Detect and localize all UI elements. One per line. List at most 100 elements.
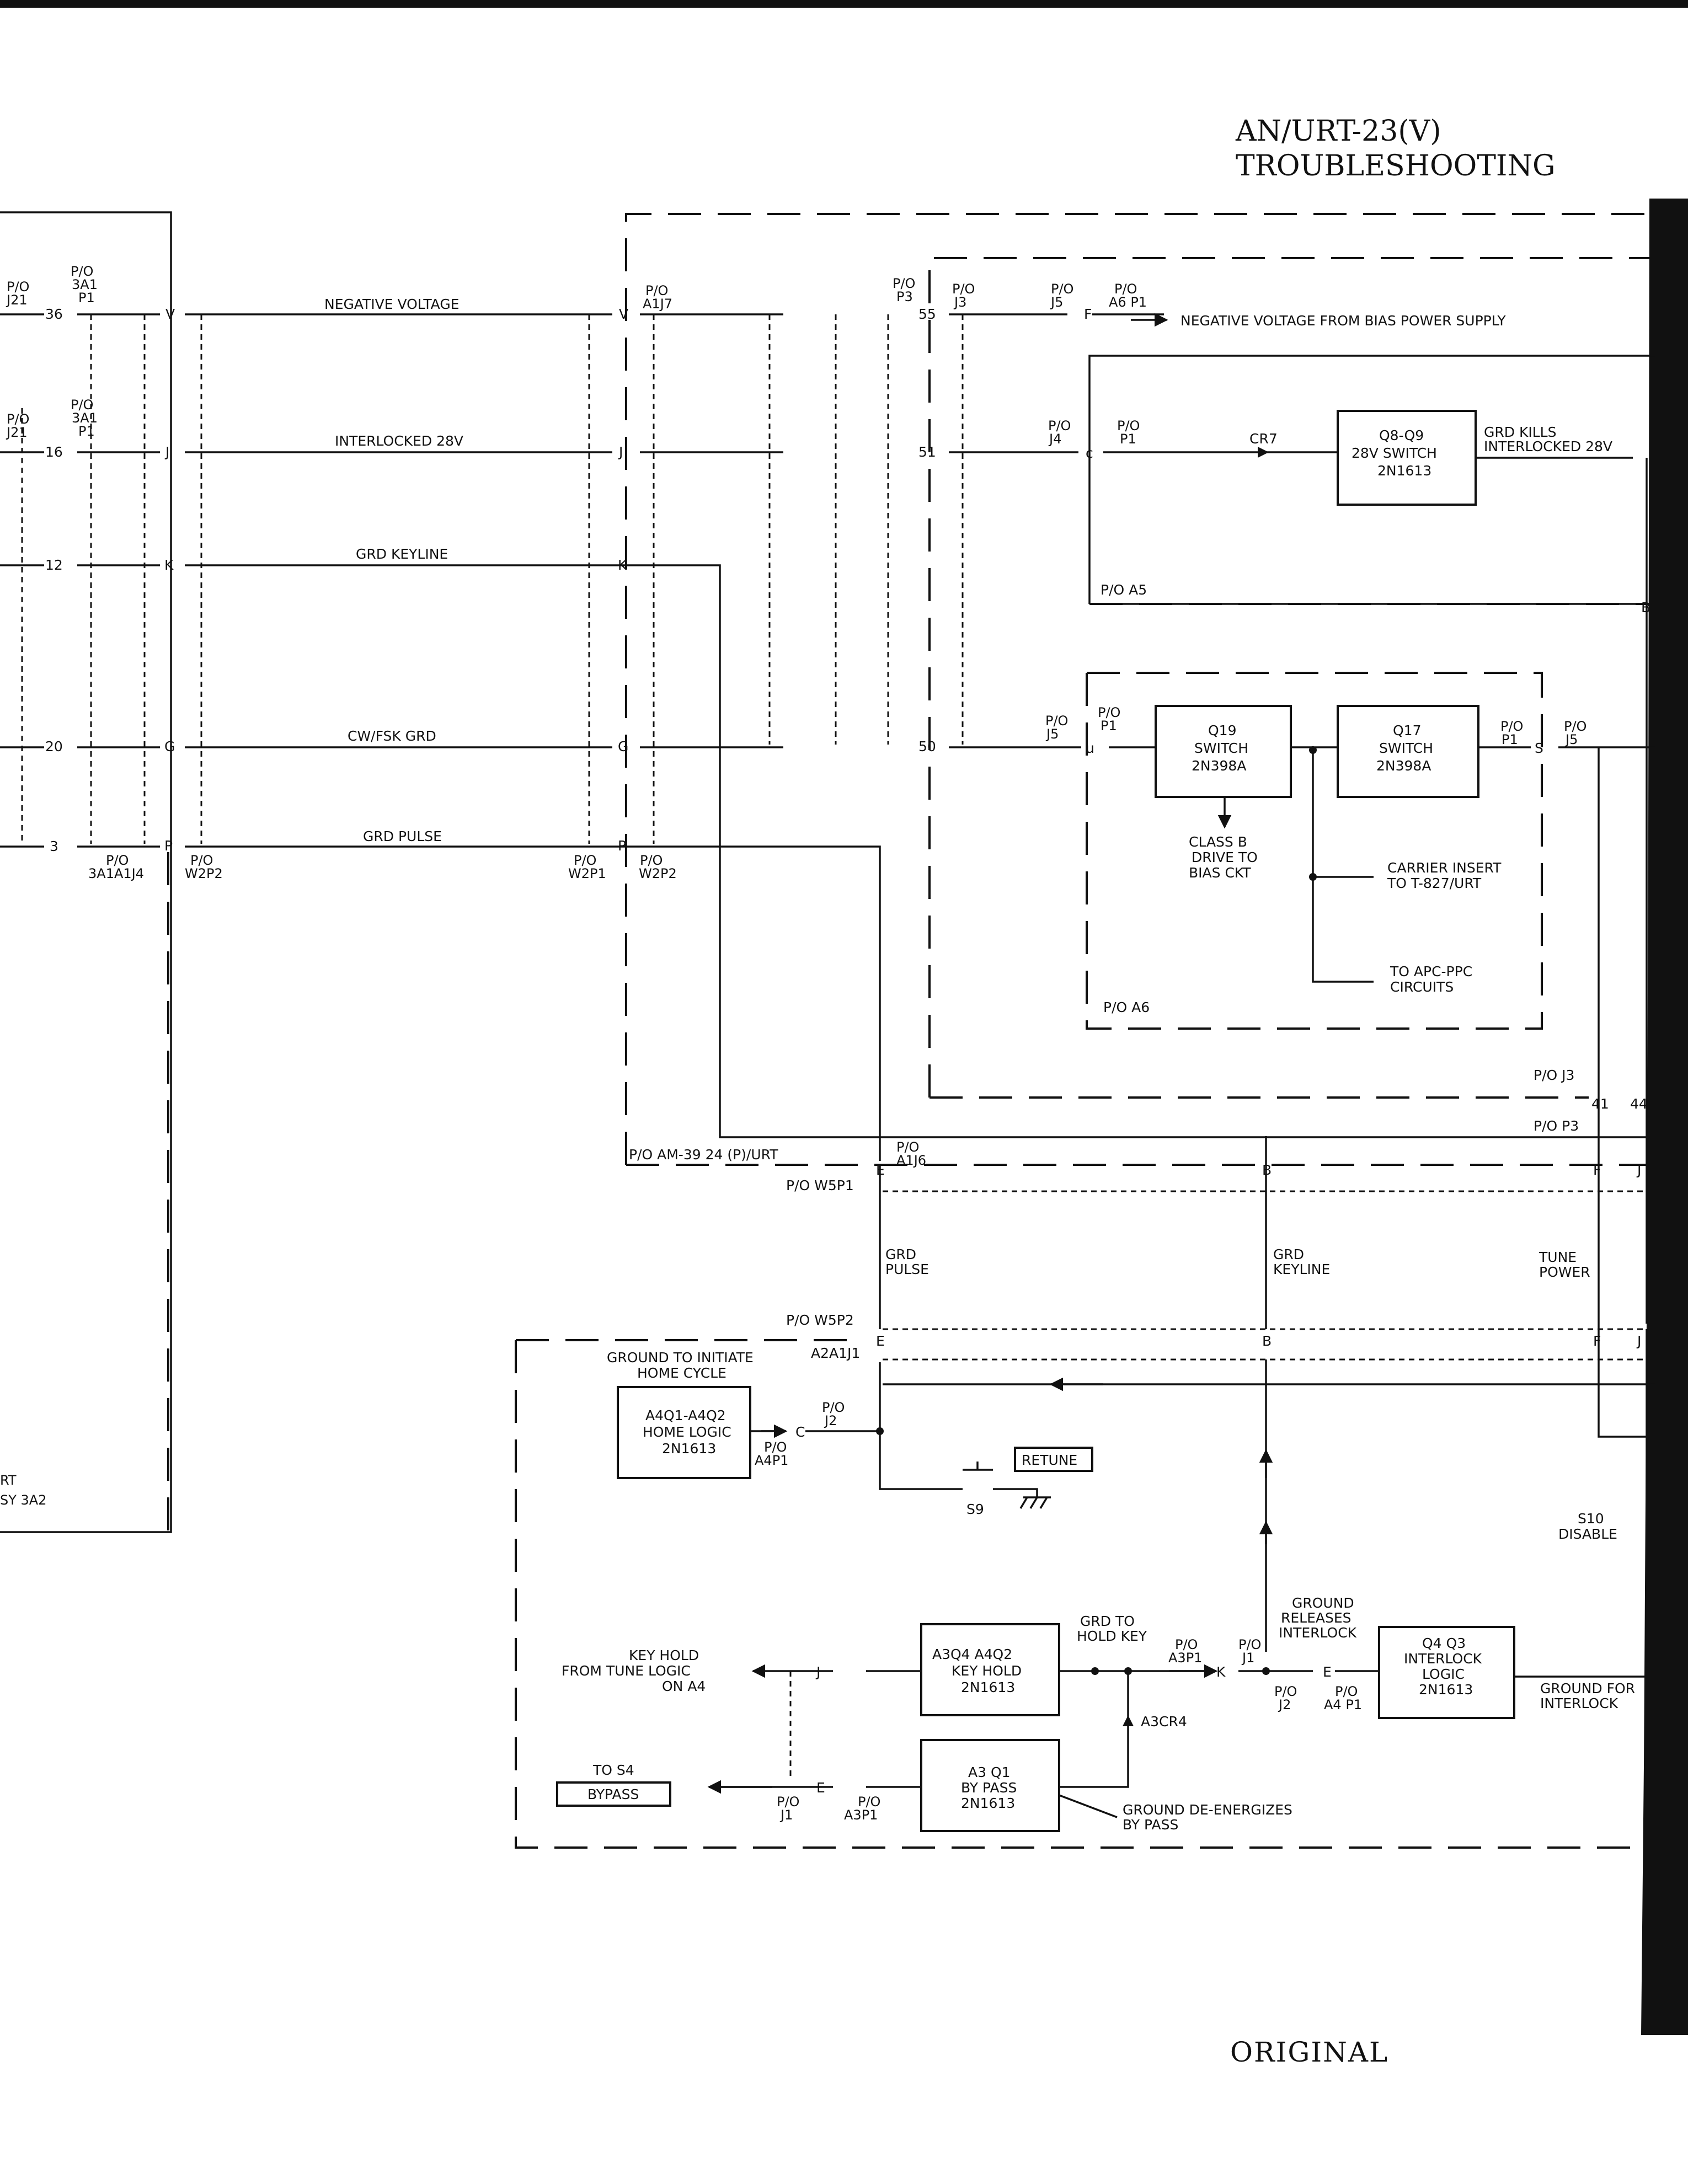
- left-ref-po-a: P/O: [7, 279, 29, 295]
- j5-top-pin-f: F: [1084, 306, 1092, 322]
- q19-line1: Q19: [1208, 722, 1237, 738]
- left-ref-po-a2: P/O: [71, 264, 93, 279]
- a2-a4p1b-po: P/O: [1335, 1684, 1358, 1699]
- a2-pin-e2: E: [1323, 1664, 1332, 1680]
- a2-j2: J2: [824, 1413, 837, 1428]
- keyline-down-line: [612, 564, 1649, 1138]
- a6-p1: P1: [1101, 718, 1117, 734]
- bypass-box: [556, 1781, 671, 1807]
- j3-po: P/O: [952, 281, 975, 297]
- a2-a4p1b: A4 P1: [1324, 1697, 1362, 1712]
- deenerg-1: GROUND DE-ENERGIZES: [1123, 1802, 1292, 1818]
- p3-po: P/O: [893, 276, 915, 291]
- a6-pin-u: u: [1086, 740, 1094, 756]
- am39-ref: A1J6: [896, 1153, 926, 1168]
- left-ref-po-bottom: P/O: [106, 853, 129, 868]
- signal-label-neg-voltage: NEGATIVE VOLTAGE: [324, 296, 460, 312]
- a2-j2b-po: P/O: [1274, 1684, 1297, 1699]
- w5p1-pin-j: J: [1636, 1162, 1641, 1178]
- right-riser-line: [1598, 458, 1648, 1186]
- s10-lines: [1598, 1329, 1649, 1500]
- p3-pin-55: 55: [918, 306, 936, 322]
- a6-right-j5-po: P/O: [1564, 719, 1586, 734]
- left-ref-po-b2: P/O: [71, 397, 93, 413]
- w5p2-pin-b: B: [1262, 1333, 1272, 1349]
- w2p2-po: P/O: [190, 853, 213, 868]
- s10-line2: DISABLE: [1558, 1526, 1617, 1542]
- j5-top-po: P/O: [1051, 281, 1073, 297]
- a6-right-j5: J5: [1564, 732, 1578, 747]
- a1j7-to-p3-lines: [640, 313, 783, 748]
- a5-j4-po: P/O: [1048, 418, 1071, 433]
- top-edge-bar: [0, 0, 1688, 8]
- a3q1-line1: A3 Q1: [968, 1764, 1011, 1780]
- ground-init-1: GROUND TO INITIATE: [607, 1350, 754, 1366]
- apc-line2: CIRCUITS: [1390, 979, 1454, 995]
- pin-16: 16: [45, 444, 63, 460]
- a3q1-box: [920, 1739, 1060, 1832]
- left-frame-line: [0, 211, 172, 1533]
- q4q3-line1: Q4 Q3: [1422, 1635, 1466, 1651]
- p3-pin-50: 50: [918, 738, 936, 754]
- a6p1-ref: A6 P1: [1109, 295, 1147, 310]
- left-ref-3a1-a: 3A1: [72, 277, 98, 292]
- ground-init-2: HOME CYCLE: [637, 1365, 727, 1381]
- classb-line2: DRIVE TO: [1192, 849, 1258, 865]
- grd-pulse-1: GRD: [885, 1246, 916, 1262]
- bypass-label: BYPASS: [587, 1786, 639, 1802]
- w2p1-po: P/O: [574, 853, 596, 868]
- a2-a3p1b-po: P/O: [858, 1794, 880, 1810]
- neg-from-bias-label: NEGATIVE VOLTAGE FROM BIAS POWER SUPPLY: [1180, 313, 1506, 329]
- w2p2-ref: W2P2: [185, 866, 223, 881]
- a2-a3p1b: A3P1: [844, 1807, 878, 1823]
- retune-label: RETUNE: [1022, 1452, 1077, 1468]
- p3-pin-51: 51: [918, 444, 936, 460]
- a2-j1: J1: [1241, 1650, 1254, 1666]
- classb-line3: BIAS CKT: [1189, 865, 1251, 881]
- s10-line1: S10: [1578, 1511, 1604, 1527]
- junction-dot-a6b: [1309, 873, 1317, 881]
- q17-line3: 2N398A: [1376, 758, 1431, 774]
- signal-label-interlocked: INTERLOCKED 28V: [335, 433, 463, 449]
- a6-outline: [1086, 672, 1543, 1030]
- w2p2-pin-j: J: [164, 444, 169, 460]
- grd-keyline-1: GRD: [1273, 1246, 1304, 1262]
- a5-frame-top: [928, 257, 1655, 1098]
- a5-interlock-line: [949, 451, 1633, 459]
- q4q3-line3: LOGIC: [1422, 1666, 1465, 1682]
- left-ref-p1-a: P1: [78, 290, 95, 306]
- ground-for-2: INTERLOCK: [1540, 1695, 1618, 1711]
- mid-vertical-lines: [879, 1136, 1648, 1329]
- a2-pin-c: C: [795, 1424, 805, 1440]
- a3cr4-label: A3CR4: [1141, 1714, 1187, 1730]
- a5-pin-c: c: [1086, 445, 1093, 461]
- key-hold-1: KEY HOLD: [629, 1647, 699, 1663]
- a3cr4-line: [1059, 1671, 1129, 1788]
- p3-ref: P3: [896, 289, 913, 304]
- a1j7-ref: A1J7: [643, 296, 672, 312]
- am39-frame-top: [625, 213, 1655, 1165]
- deenerg-2: BY PASS: [1123, 1817, 1178, 1833]
- w2p2-pin-k: K: [164, 557, 174, 573]
- left-ref-3a1-b: 3A1: [72, 410, 98, 426]
- deenerg-leader: [1059, 1794, 1118, 1818]
- a5-p1: P1: [1120, 431, 1136, 447]
- a1j7-pin-j: J: [618, 444, 623, 460]
- w2p2-pin-g: G: [164, 738, 175, 754]
- to-s4-label: TO S4: [592, 1762, 634, 1778]
- key-hold-2: FROM TUNE LOGIC: [562, 1663, 691, 1679]
- a3q1-line2: BY PASS: [961, 1780, 1017, 1796]
- a5-kills2: INTERLOCKED 28V: [1484, 438, 1612, 454]
- a2-j1b: J1: [779, 1807, 793, 1823]
- ground-icon: [1019, 1496, 1051, 1509]
- a2-a4p1: A4P1: [755, 1453, 788, 1468]
- junction-dot-kh1: [1091, 1667, 1099, 1675]
- signal-label-cwfsk: CW/FSK GRD: [348, 728, 436, 744]
- a5-label: P/O A5: [1101, 582, 1147, 598]
- a6-j5: J5: [1045, 726, 1059, 742]
- a1j7-po: P/O: [645, 283, 668, 298]
- a1j7-pin-v: V: [619, 306, 628, 322]
- q19-box: [1155, 705, 1292, 798]
- ground-for-1: GROUND FOR: [1540, 1680, 1635, 1696]
- tune-power-2: POWER: [1539, 1264, 1590, 1280]
